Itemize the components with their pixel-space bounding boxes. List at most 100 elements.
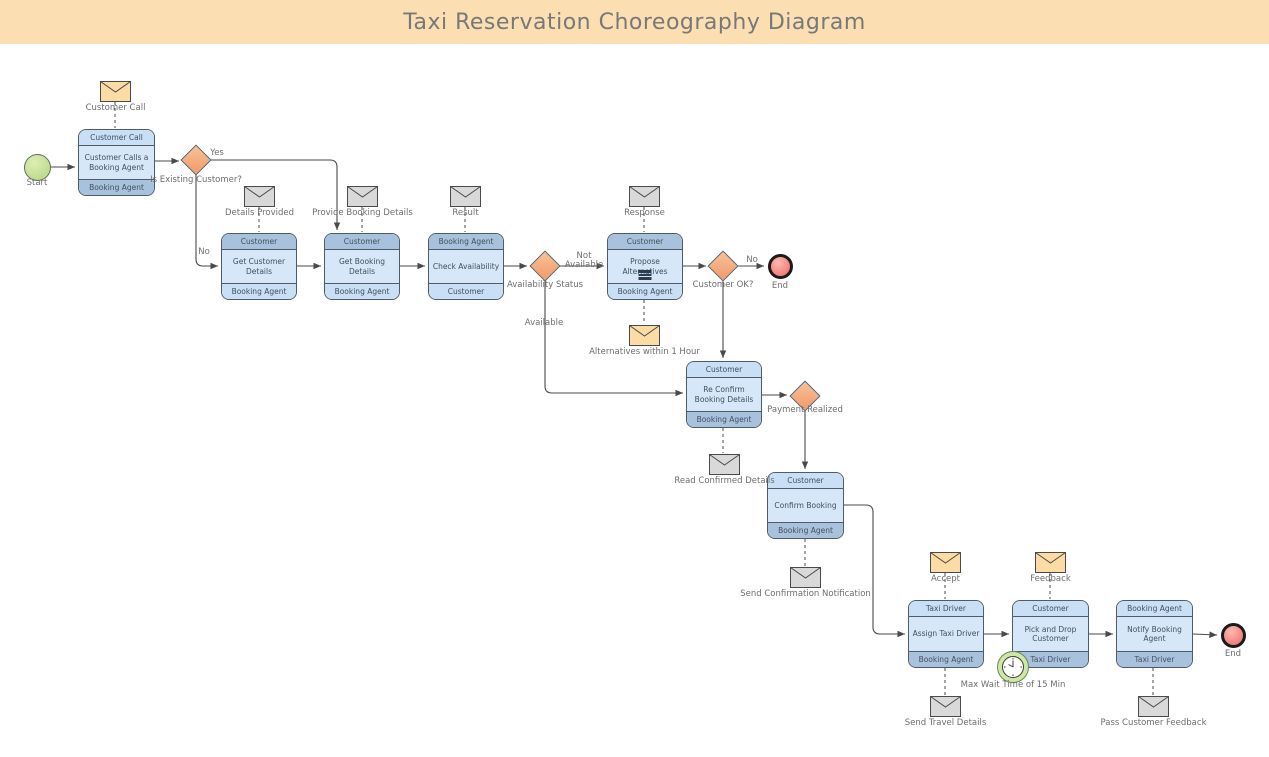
- task-name: Check Availability: [429, 250, 503, 283]
- participant-band-bottom: Customer: [429, 283, 503, 299]
- participant-band-bottom: Booking Agent: [687, 411, 761, 427]
- envelope-icon: [450, 186, 481, 207]
- envelope-icon: [790, 567, 821, 588]
- task-name: Re Confirm Booking Details: [687, 378, 761, 411]
- envelope-icon: [709, 454, 740, 475]
- message-customer-call-message[interactable]: [100, 81, 131, 102]
- participant-band-top: Customer: [768, 473, 843, 489]
- participant-band-bottom: Booking Agent: [325, 283, 399, 299]
- task-name-text: Re Confirm Booking Details: [694, 385, 754, 404]
- event-label-end-1: End: [771, 281, 789, 291]
- flow-confirm-to-assign-driver: [844, 504, 905, 638]
- message-response[interactable]: [629, 186, 660, 207]
- message-label-feedback: Feedback: [1030, 574, 1071, 584]
- message-label-provide-booking-details: Provide Booking Details: [312, 208, 413, 218]
- edge-label-no-existing: No: [198, 247, 210, 257]
- message-label-result: Result: [452, 208, 479, 218]
- gateway-label-customer-ok: Customer OK?: [692, 280, 754, 290]
- participant-band-top: Customer: [687, 362, 761, 378]
- task-name: Customer Calls a Booking Agent: [79, 146, 154, 179]
- task-name-text: Customer Calls a Booking Agent: [84, 153, 149, 172]
- message-send-confirmation-notification[interactable]: [790, 567, 821, 588]
- participant-band-bottom: Taxi Driver: [1013, 651, 1088, 667]
- envelope-icon: [930, 552, 961, 573]
- start-event-start[interactable]: [23, 153, 51, 181]
- clock-face: [1002, 656, 1024, 678]
- envelope-icon: [930, 696, 961, 717]
- participant-band-top: Booking Agent: [1117, 601, 1192, 617]
- envelope-icon: [100, 81, 131, 102]
- participant-band-top: Booking Agent: [429, 234, 503, 250]
- task-name: Get Booking Details: [325, 250, 399, 283]
- task-name: Notify Booking Agent: [1117, 617, 1192, 651]
- participant-band-top: Customer: [608, 234, 682, 250]
- task-name: Propose Alternatives: [608, 250, 682, 283]
- gateway-label-availability-status: Availability Status: [506, 280, 584, 290]
- page-title: Taxi Reservation Choreography Diagram: [403, 9, 866, 35]
- participant-band-top: Customer: [1013, 601, 1088, 617]
- clock-hands-icon: [1004, 658, 1022, 676]
- participant-band-top: Customer: [325, 234, 399, 250]
- envelope-icon: [244, 186, 275, 207]
- message-send-travel-details[interactable]: [930, 696, 961, 717]
- gateway-label-is-existing-customer: Is Existing Customer?: [150, 175, 242, 185]
- participant-band-bottom: Booking Agent: [79, 179, 154, 195]
- message-feedback[interactable]: [1035, 552, 1066, 573]
- flow-yes-to-get-booking-details: [211, 159, 341, 230]
- task-name: Confirm Booking: [768, 489, 843, 522]
- event-label-end-2: End: [1224, 649, 1242, 659]
- task-name-text: Get Booking Details: [338, 257, 385, 276]
- end-event-end-1[interactable]: [767, 253, 793, 279]
- message-provide-booking-details[interactable]: [347, 186, 378, 207]
- edge-label-no-customer-ok: No: [746, 255, 758, 265]
- participant-band-bottom: Booking Agent: [768, 522, 843, 538]
- multi-instance-marker-icon: [638, 270, 652, 280]
- participant-band-top: Taxi Driver: [909, 601, 983, 617]
- envelope-icon: [1035, 552, 1066, 573]
- edge-label-available: Available: [524, 318, 564, 328]
- gateway-label-payment-realized: Payment Realized: [767, 405, 843, 415]
- message-label-customer-call-message: Customer Call: [85, 103, 146, 113]
- message-result[interactable]: [450, 186, 481, 207]
- message-read-confirmed-details[interactable]: [709, 454, 740, 475]
- task-name-text: Pick and Drop Customer: [1024, 624, 1077, 643]
- task-name-text: Confirm Booking: [774, 500, 837, 510]
- participant-band-bottom: Booking Agent: [222, 283, 296, 299]
- task-name-text: Assign Taxi Driver: [912, 629, 980, 639]
- timer-label: Max Wait Time of 15 Min: [960, 680, 1066, 690]
- envelope-icon: [629, 186, 660, 207]
- flow-available-to-reconfirm: [544, 281, 683, 397]
- edge-label-yes: Yes: [210, 148, 224, 158]
- message-label-send-confirmation-notification: Send Confirmation Notification: [740, 589, 871, 599]
- message-label-send-travel-details: Send Travel Details: [904, 718, 987, 728]
- message-label-alternatives-within-1-hour: Alternatives within 1 Hour: [589, 347, 700, 357]
- event-label-start: Start: [26, 178, 48, 188]
- flow-notify-to-end: [1192, 631, 1218, 638]
- task-name: Pick and Drop Customer: [1013, 617, 1088, 651]
- participant-band-bottom: Booking Agent: [909, 651, 983, 667]
- message-label-accept: Accept: [931, 574, 960, 584]
- task-name: Assign Taxi Driver: [909, 617, 983, 651]
- message-pass-customer-feedback[interactable]: [1138, 696, 1169, 717]
- envelope-icon: [629, 325, 660, 346]
- message-label-details-provided: Details Provided: [224, 208, 295, 218]
- envelope-icon: [347, 186, 378, 207]
- task-name-text: Get Customer Details: [232, 257, 286, 276]
- end-event-end-2[interactable]: [1220, 622, 1246, 648]
- message-details-provided[interactable]: [244, 186, 275, 207]
- message-alternatives-within-1-hour[interactable]: [629, 325, 660, 346]
- diagram-title-banner: Taxi Reservation Choreography Diagram: [0, 0, 1269, 44]
- message-accept[interactable]: [930, 552, 961, 573]
- timer-max-wait-timer-icon: [997, 651, 1029, 683]
